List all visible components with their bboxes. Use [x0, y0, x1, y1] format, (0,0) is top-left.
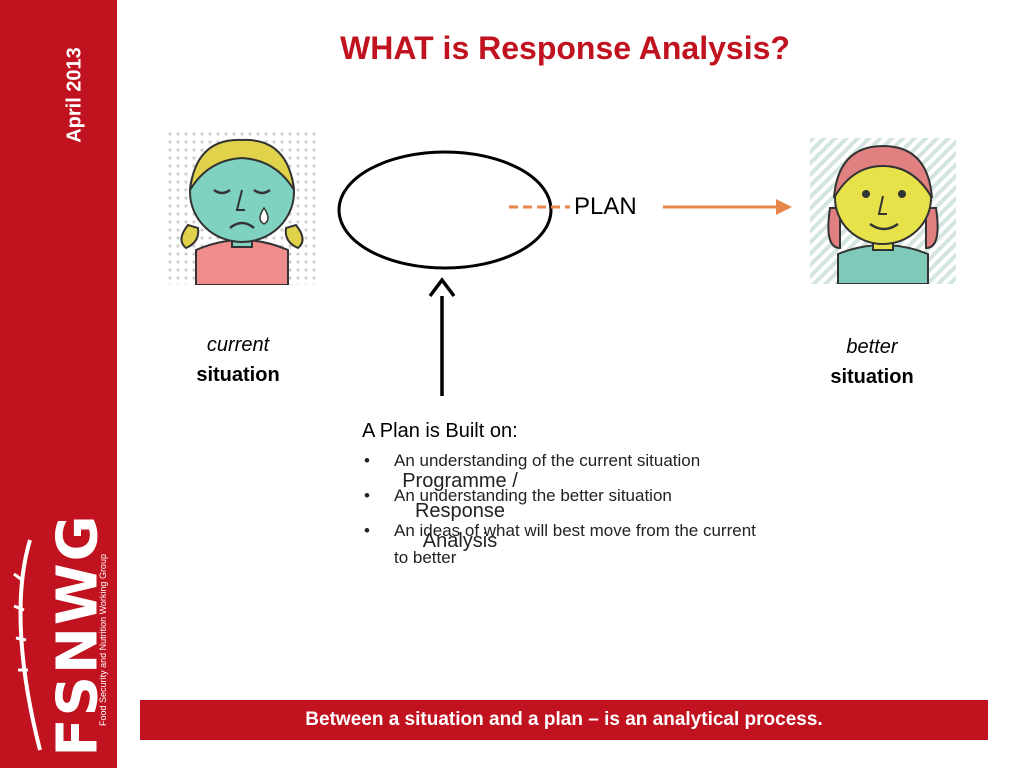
- plan-built-on: A Plan is Built on: An understanding of …: [362, 420, 762, 579]
- list-item: An understanding the better situation: [362, 482, 762, 509]
- built-on-list: An understanding of the current situatio…: [362, 447, 762, 571]
- bottom-banner: Between a situation and a plan – is an a…: [140, 700, 988, 740]
- plan-label: PLAN: [574, 193, 637, 220]
- better-situation-caption: better situation: [802, 332, 942, 392]
- sidebar: April 2013 FSNWG Food Security and Nutri…: [0, 0, 117, 768]
- current-situation-caption: current situation: [168, 330, 308, 390]
- happy-girl-icon: [810, 138, 956, 284]
- slide-title: WHAT is Response Analysis?: [340, 30, 790, 66]
- current-situation-line1: current: [206, 334, 270, 356]
- logo-swoosh-icon: [13, 539, 42, 751]
- current-situation-line2: situation: [196, 364, 280, 386]
- better-situation-line1: better: [846, 336, 898, 358]
- better-situation-line2: situation: [830, 366, 914, 388]
- built-on-heading: A Plan is Built on:: [362, 420, 518, 442]
- sad-girl-icon: [166, 130, 318, 285]
- list-item: An understanding of the current situatio…: [362, 447, 762, 474]
- up-arrow-head: [428, 277, 456, 298]
- list-item: An ideas of what will best move from the…: [362, 517, 762, 571]
- plan-arrow-head: [776, 199, 792, 215]
- analysis-ellipse: [337, 150, 553, 270]
